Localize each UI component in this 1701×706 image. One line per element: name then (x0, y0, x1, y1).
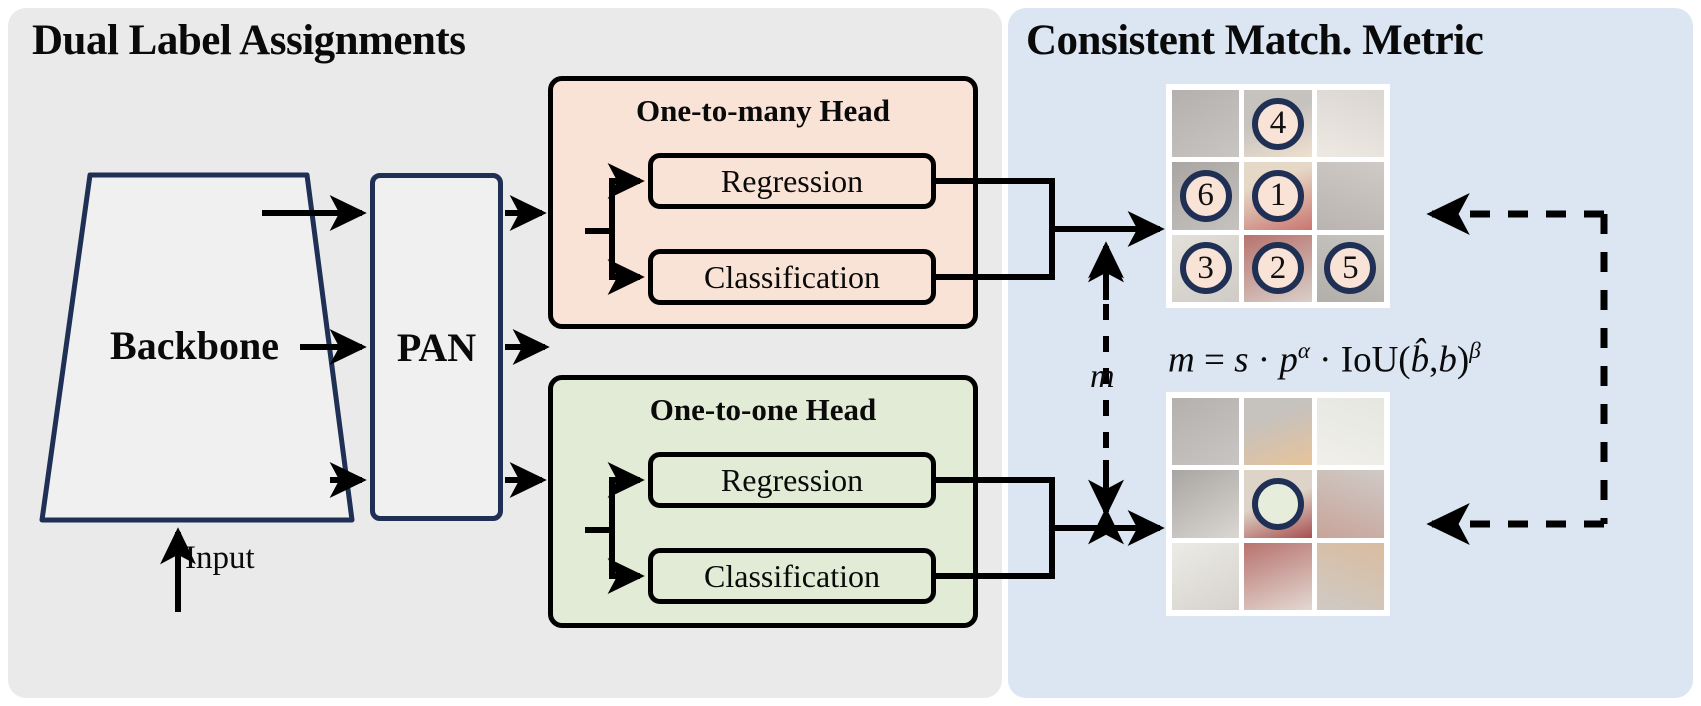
grid-cell: 2 (1244, 234, 1312, 302)
one-to-many-image-grid: 4 6 1 3 2 5 (1166, 84, 1390, 308)
right-panel-title: Consistent Match. Metric (1026, 17, 1484, 64)
grid-cell (1316, 90, 1384, 158)
one-to-one-image-grid (1166, 392, 1390, 616)
formula-dot-2: · (1319, 339, 1332, 381)
grid-cell (1316, 398, 1384, 466)
formula-p: p (1279, 339, 1298, 381)
grid-cell (1316, 470, 1384, 538)
otm-regression-box: Regression (648, 153, 936, 209)
grid-cell: 5 (1316, 234, 1384, 302)
formula-dot-1: · (1257, 339, 1271, 381)
assignment-marker: 6 (1179, 169, 1232, 222)
grid-cell: 3 (1172, 234, 1240, 302)
grid-cell: 4 (1244, 90, 1312, 158)
input-label: Input (185, 540, 255, 576)
otm-classification-box: Classification (648, 249, 936, 305)
grid-cell (1244, 542, 1312, 610)
formula-comma: , (1429, 339, 1439, 381)
one-to-one-head-title: One-to-one Head (649, 392, 877, 427)
formula-m: m (1168, 339, 1195, 381)
assignment-marker (1251, 477, 1304, 530)
formula-close-paren: ) (1456, 339, 1470, 381)
formula-beta: β (1469, 338, 1481, 363)
metric-symbol-label: m (1090, 358, 1115, 395)
assignment-marker: 3 (1179, 242, 1232, 295)
grid-cell: 6 (1172, 162, 1240, 230)
assignment-marker: 1 (1251, 169, 1304, 222)
grid-cell (1316, 162, 1384, 230)
grid-cell (1244, 398, 1312, 466)
grid-cell (1172, 90, 1240, 158)
pan-label: PAN (396, 324, 477, 370)
grid-cell: 1 (1244, 162, 1312, 230)
grid-cell (1172, 470, 1240, 538)
grid-cell (1244, 470, 1312, 538)
backbone-label: Backbone (110, 323, 279, 368)
assignment-marker: 5 (1324, 242, 1377, 295)
grid-cell (1172, 398, 1240, 466)
formula-s: s (1234, 339, 1249, 381)
oto-regression-box: Regression (648, 452, 936, 508)
oto-classification-box: Classification (648, 548, 936, 604)
grid-cell (1316, 542, 1384, 610)
consistent-match-metric-formula: m = s · pα · IoU(b̂,b)β (1168, 338, 1481, 381)
assignment-marker: 4 (1251, 97, 1304, 150)
formula-alpha: α (1297, 338, 1310, 363)
left-panel-title: Dual Label Assignments (32, 17, 466, 64)
assignment-marker: 2 (1251, 242, 1304, 295)
pan-box: PAN (370, 173, 503, 521)
formula-b: b (1438, 339, 1457, 381)
formula-equals: = (1203, 339, 1225, 381)
grid-cell (1172, 542, 1240, 610)
formula-iou-open: IoU( (1340, 339, 1411, 381)
one-to-many-head-title: One-to-many Head (635, 93, 890, 128)
formula-bhat: b̂ (1410, 339, 1430, 381)
